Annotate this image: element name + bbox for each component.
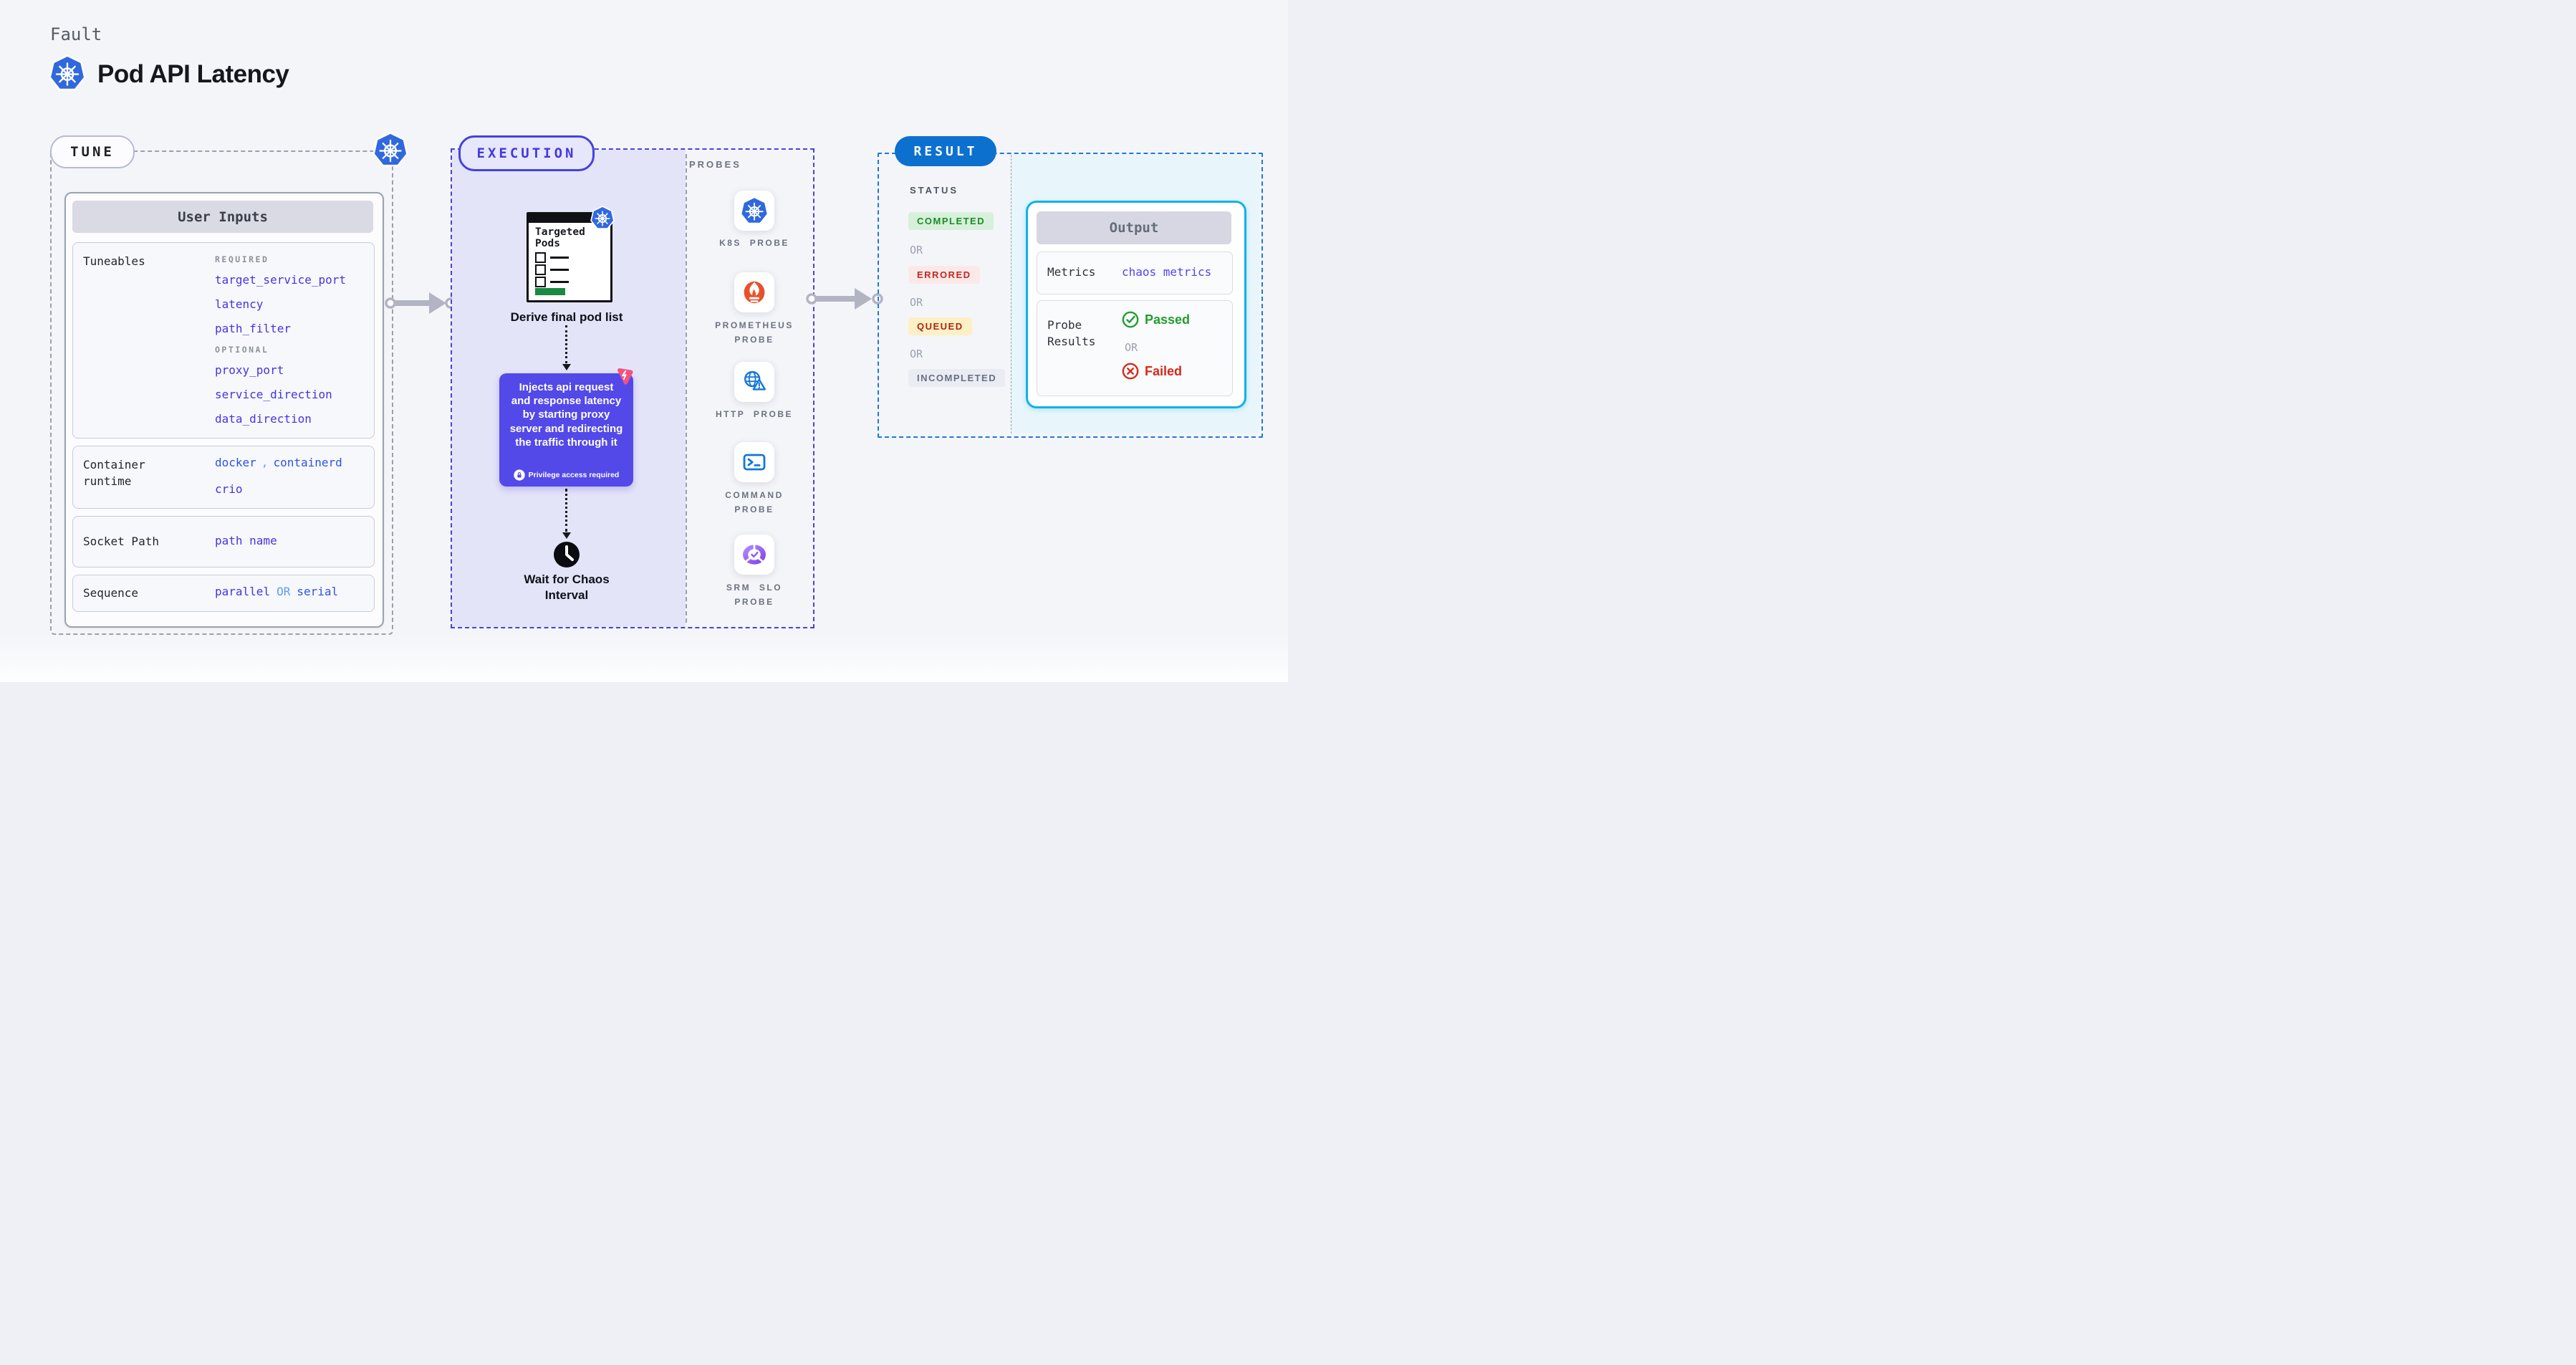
sequence-or: OR — [277, 585, 291, 598]
probes-label: PROBES — [689, 159, 741, 170]
flow-connector-arrowhead — [562, 364, 571, 370]
required-label: REQUIRED — [215, 254, 269, 264]
probe-results-row: Probe Results Passed OR Failed — [1037, 300, 1233, 396]
tuneable-optional: service_direction — [215, 388, 332, 401]
output-header: Output — [1037, 211, 1231, 244]
socket-path-row: Socket Path path name — [72, 516, 375, 567]
card-titlebar — [529, 214, 610, 223]
tuneables-label: Tuneables — [83, 254, 145, 268]
kubernetes-icon — [49, 54, 86, 91]
tuneables-values: REQUIRED target_service_port latency pat… — [215, 243, 369, 438]
flow-connector — [565, 489, 567, 532]
x-circle-icon — [1122, 363, 1139, 380]
tuneable-required: latency — [215, 297, 264, 311]
kubernetes-icon — [590, 206, 615, 229]
output-or: OR — [1125, 341, 1138, 354]
container-runtime-row: Container runtime docker , containerd cr… — [72, 446, 375, 509]
output-card: Output Metrics chaos metrics Probe Resul… — [1026, 201, 1246, 408]
injection-note-text: Injects api request and response latency… — [509, 381, 623, 449]
status-or: OR — [910, 296, 923, 309]
flow-arrow — [806, 288, 883, 310]
injection-note: Injects api request and response latency… — [499, 373, 633, 487]
probe-label: SRM SLO PROBE — [726, 583, 783, 608]
privilege-note-text: Privilege access required — [528, 471, 620, 479]
pod-api-latency-diagram: Fault Pod API Latency TUNE User Inputs T… — [0, 0, 1288, 682]
probe-results-label: Probe Results — [1047, 318, 1096, 349]
metrics-row: Metrics chaos metrics — [1037, 252, 1233, 294]
tuneable-required: target_service_port — [215, 273, 347, 287]
slo-donut-check-icon — [743, 543, 766, 565]
probe-label: K8S PROBE — [719, 238, 789, 248]
runtime-value: docker — [215, 456, 256, 469]
sequence-label: Sequence — [83, 586, 139, 600]
metrics-value: chaos metrics — [1122, 265, 1212, 279]
user-inputs-header: User Inputs — [72, 201, 373, 233]
container-runtime-label: Container runtime — [83, 458, 145, 489]
status-badge: INCOMPLETED — [908, 369, 1006, 387]
pod-list-item — [535, 252, 569, 263]
pod-list-item — [535, 264, 569, 275]
tuneable-optional: proxy_port — [215, 363, 284, 377]
probe-card-prometheus — [734, 272, 774, 312]
pod-list-item — [535, 277, 569, 287]
status-label: STATUS — [910, 185, 959, 196]
lock-icon — [514, 469, 525, 481]
probe-card-k8s — [734, 191, 774, 231]
runtime-separator: , — [261, 456, 269, 469]
progress-bar — [535, 288, 565, 295]
result-section-border — [878, 153, 1263, 438]
optional-label: OPTIONAL — [215, 345, 269, 355]
page-title: Pod API Latency — [97, 60, 289, 88]
runtime-value: containerd — [273, 456, 342, 469]
fault-kicker: Fault — [50, 24, 102, 44]
probe-card-command — [734, 442, 774, 482]
privilege-note: Privilege access required — [499, 469, 633, 481]
tuneables-row: Tuneables REQUIRED target_service_port l… — [72, 242, 375, 439]
status-or: OR — [910, 348, 923, 360]
execution-pill: EXECUTION — [458, 135, 595, 171]
tune-section-border — [50, 150, 393, 635]
status-or: OR — [910, 244, 923, 257]
flow-connector-arrowhead — [562, 532, 571, 539]
passed-result: Passed — [1122, 311, 1190, 328]
probe-label: PROMETHEUS PROBE — [715, 320, 794, 345]
status-badge: QUEUED — [908, 317, 972, 335]
passed-text: Passed — [1145, 312, 1191, 327]
derive-caption: Derive final pod list — [510, 310, 623, 324]
status-badge: COMPLETED — [908, 212, 994, 230]
http-globe-warning-icon — [744, 370, 766, 391]
tuneable-required: path_filter — [215, 322, 291, 335]
sequence-value: serial — [297, 585, 339, 598]
wait-caption: Wait for Chaos Interval — [524, 573, 610, 603]
container-runtime-values: docker , containerd — [215, 456, 342, 469]
result-pill: RESULT — [895, 136, 996, 166]
runtime-value: crio — [215, 482, 243, 496]
probe-card-srm-slo — [734, 535, 774, 575]
probe-card-http — [734, 362, 774, 402]
kubernetes-icon — [373, 132, 408, 167]
chaos-logo-icon — [617, 368, 633, 385]
socket-path-label: Socket Path — [83, 535, 159, 548]
failed-result: Failed — [1122, 363, 1182, 380]
tune-pill: TUNE — [50, 135, 135, 168]
metrics-label: Metrics — [1047, 265, 1096, 279]
sequence-values: parallel OR serial — [215, 585, 338, 598]
terminal-icon — [743, 454, 766, 471]
prometheus-icon — [744, 281, 765, 304]
failed-text: Failed — [1145, 363, 1183, 378]
status-badge: ERRORED — [908, 266, 980, 284]
flow-arrow — [385, 292, 456, 314]
flow-connector — [565, 325, 567, 363]
probe-label: HTTP PROBE — [715, 409, 794, 419]
clock-icon — [554, 542, 580, 567]
sequence-value: parallel — [215, 585, 271, 598]
probes-divider — [686, 154, 687, 623]
probe-label: COMMAND PROBE — [725, 490, 784, 515]
kubernetes-icon — [740, 196, 769, 224]
targeted-pods-title: Targeted Pods — [535, 226, 585, 250]
check-circle-icon — [1122, 311, 1139, 328]
tuneable-optional: data_direction — [215, 412, 312, 426]
socket-path-value: path name — [215, 534, 277, 547]
sequence-row: Sequence parallel OR serial — [72, 575, 375, 612]
